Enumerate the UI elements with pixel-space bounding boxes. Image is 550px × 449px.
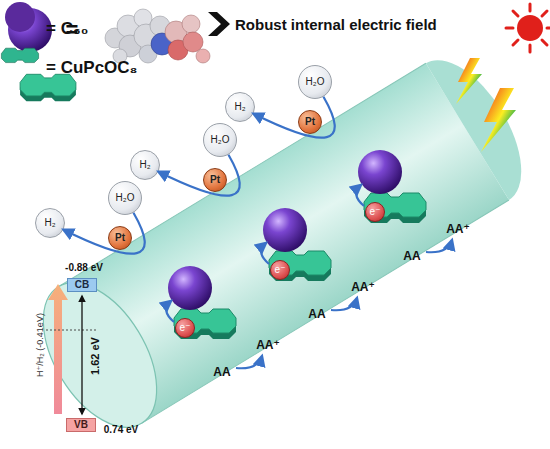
node-text: e⁻ — [275, 265, 286, 275]
c60-sphere — [263, 208, 307, 252]
node-text: H₂O — [211, 135, 230, 145]
tube-edge — [58, 63, 425, 286]
reaction-arrow — [63, 213, 144, 254]
electron: e⁻ — [175, 318, 195, 338]
reaction-arrow — [158, 155, 239, 196]
tube-edge — [142, 200, 509, 423]
node-text: Pt — [115, 233, 125, 243]
node-text: e⁻ — [180, 323, 191, 333]
sun-ray — [529, 4, 532, 11]
oxidation-arrow — [331, 298, 357, 310]
cb-potential: -0.88 eV — [65, 263, 103, 273]
sun-ray — [513, 11, 518, 16]
atom — [196, 49, 210, 63]
title-text: Robust internal electric field — [235, 17, 437, 32]
electron-transfer-arrow — [356, 185, 364, 206]
tube-end-face — [20, 263, 180, 446]
oxidized-donor-label: AA⁺ — [446, 223, 470, 235]
oxidized-donor-label: AA⁺ — [256, 339, 280, 351]
node-text: e⁻ — [370, 207, 381, 217]
pt-particle: Pt — [203, 168, 227, 192]
water-bubble: H₂O — [298, 65, 332, 99]
light-bolt — [481, 88, 516, 152]
oxidized-donor-label: AA⁺ — [351, 281, 375, 293]
redox-potential: H⁺/H₂ (-0.41eV) — [36, 313, 45, 377]
node-text: H₂O — [116, 193, 135, 203]
node-text: H₂O — [306, 77, 325, 87]
reaction-arrow — [253, 97, 334, 138]
atom — [183, 32, 203, 52]
equals-sign: = — [66, 19, 79, 41]
cupcoc8-slab — [20, 74, 76, 101]
swatch-sphere — [5, 2, 35, 32]
node-text: Pt — [210, 175, 220, 185]
molecule-surface — [105, 9, 210, 63]
oxidation-arrow — [236, 356, 262, 368]
cupcoc8-slab — [269, 251, 331, 281]
hydrogen-bubble: H₂ — [130, 150, 160, 180]
sun-ray — [506, 27, 513, 30]
cupcoc8-slab — [174, 309, 236, 339]
water-bubble: H₂O — [108, 181, 142, 215]
donor-label: AA — [308, 308, 325, 320]
donor-label: AA — [213, 366, 230, 378]
c60-sphere — [168, 266, 212, 310]
chevron — [208, 12, 230, 36]
cupcoc8-slab — [364, 193, 426, 223]
sun-ray — [547, 27, 550, 30]
conduction-band-box: CB — [67, 278, 97, 292]
hydrogen-bubble: H₂ — [225, 92, 255, 122]
c60-sphere — [358, 150, 402, 194]
legend-swatch — [0, 39, 40, 73]
band-gap-value: 1.62 eV — [90, 337, 101, 375]
light-bolt — [456, 58, 482, 104]
water-bubble: H₂O — [203, 123, 237, 157]
sun-ray — [542, 40, 547, 45]
node-text: H₂ — [44, 218, 55, 228]
node-text: VB — [74, 420, 88, 430]
band-gap-arrow — [81, 296, 82, 414]
sun-ray — [529, 45, 532, 52]
hydrogen-bubble: H₂ — [35, 208, 65, 238]
tube-cap — [426, 42, 543, 199]
electron: e⁻ — [365, 202, 385, 222]
electron-transfer-arrow — [166, 301, 174, 322]
legend-item: = CuPcOC₈ — [0, 39, 550, 78]
electron: e⁻ — [270, 260, 290, 280]
donor-label: AA — [403, 250, 420, 262]
sun-disc — [517, 15, 543, 41]
sun — [506, 4, 550, 52]
node-text: Pt — [305, 117, 315, 127]
sun-ray — [513, 40, 518, 45]
node-text: H₂ — [234, 102, 245, 112]
excitation-arrow — [48, 284, 68, 414]
electron-transfer-arrow — [261, 243, 269, 264]
sun-ray — [542, 11, 547, 16]
pt-particle: Pt — [108, 226, 132, 250]
redox-level-line — [46, 330, 96, 331]
swatch-slab — [1, 48, 38, 62]
vb-potential: 0.74 eV — [104, 425, 138, 435]
legend-swatch — [0, 0, 40, 34]
pt-particle: Pt — [298, 110, 322, 134]
valence-band-box: VB — [66, 418, 96, 432]
nanotube — [20, 42, 543, 446]
node-text: H₂ — [139, 160, 150, 170]
atom — [182, 15, 200, 33]
node-text: CB — [75, 280, 89, 290]
legend-text: = CuPcOC₈ — [46, 58, 138, 77]
oxidation-arrow — [426, 240, 452, 252]
